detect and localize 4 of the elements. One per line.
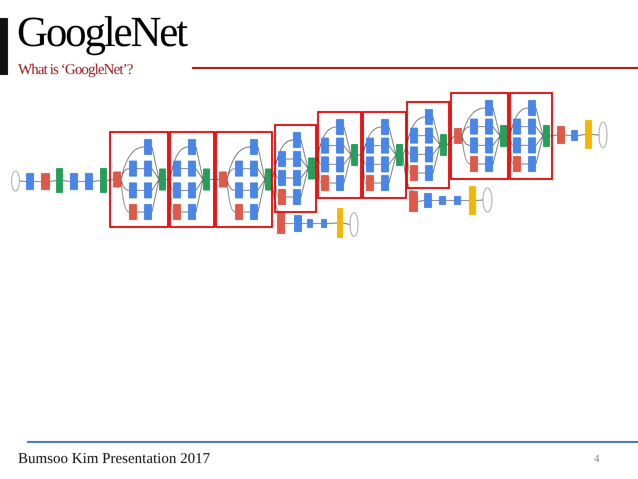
slide-title: GoogleNet [17, 9, 186, 57]
slide-subtitle: What is ‘GoogleNet’? [18, 62, 132, 79]
footer-text: Bumsoo Kim Presentation 2017 [18, 451, 210, 468]
page-number: 4 [594, 453, 600, 466]
